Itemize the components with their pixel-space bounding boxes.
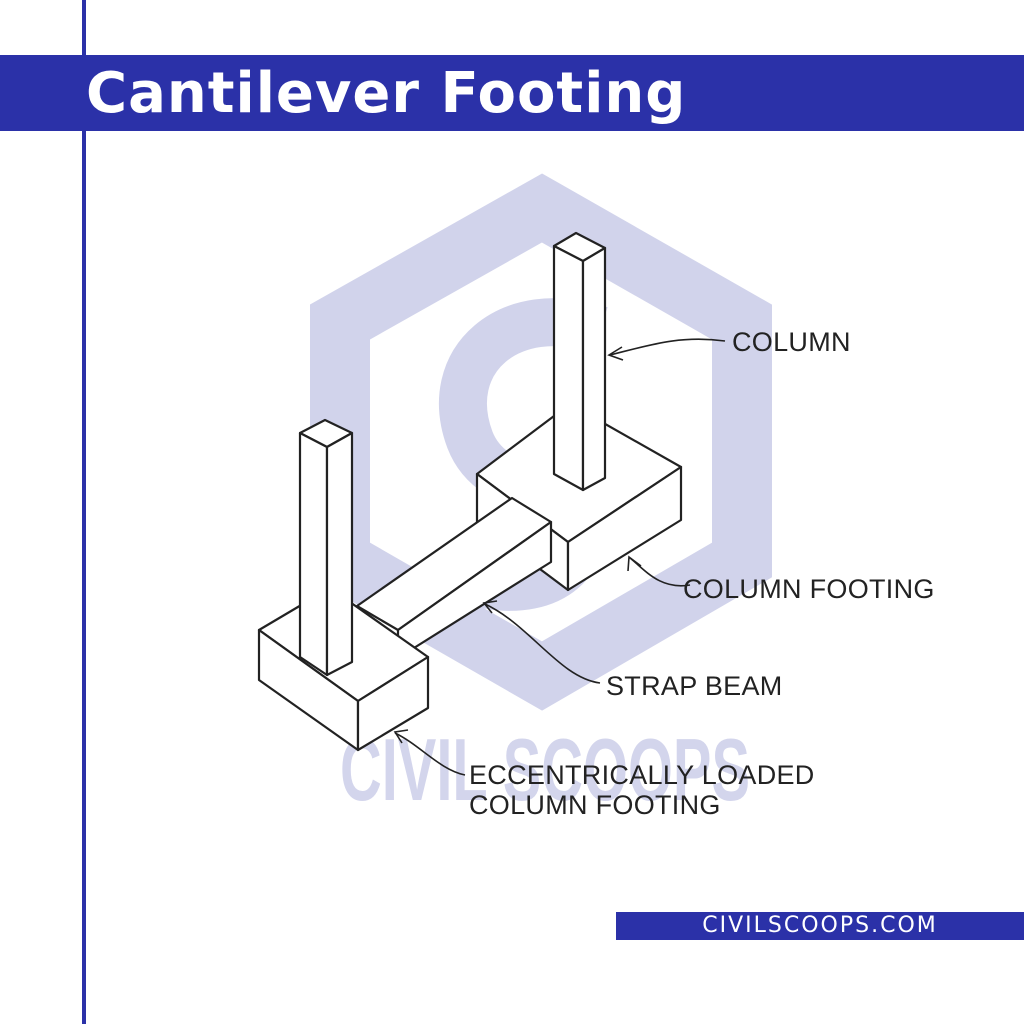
watermark-hexagon xyxy=(310,173,772,711)
leader-strap-beam xyxy=(484,603,601,684)
footer-banner xyxy=(616,912,1024,940)
right-column-front-face xyxy=(581,246,607,492)
right-footing-front-face xyxy=(566,465,683,592)
arrow-eccentric xyxy=(393,729,409,744)
arrow-strap-beam xyxy=(482,600,498,614)
label-strap-beam: STRAP BEAM xyxy=(606,671,783,701)
leader-eccentric xyxy=(394,732,466,776)
label-column-footing: COLUMN FOOTING xyxy=(683,574,935,604)
left-column-front-face xyxy=(325,431,354,677)
label-column: COLUMN xyxy=(732,327,851,357)
arrow-column-footing xyxy=(627,555,642,572)
leader-column xyxy=(609,338,726,356)
label-eccentric-line2: COLUMN FOOTING xyxy=(469,790,721,820)
right-column-left-face xyxy=(552,244,585,492)
left-footing-front-face xyxy=(356,655,430,752)
arrow-column xyxy=(607,346,624,361)
label-eccentric-line1: ECCENTRICALLY LOADED xyxy=(469,760,815,790)
footer-site-name: CIVILSCOOPS.COM xyxy=(702,913,938,938)
left-vertical-rule xyxy=(82,0,86,1024)
left-column-left-face xyxy=(298,431,329,677)
page-title: Cantilever Footing xyxy=(86,61,687,126)
watermark-text: CIVIL SCOOPS xyxy=(340,720,750,819)
title-banner xyxy=(0,55,1024,131)
